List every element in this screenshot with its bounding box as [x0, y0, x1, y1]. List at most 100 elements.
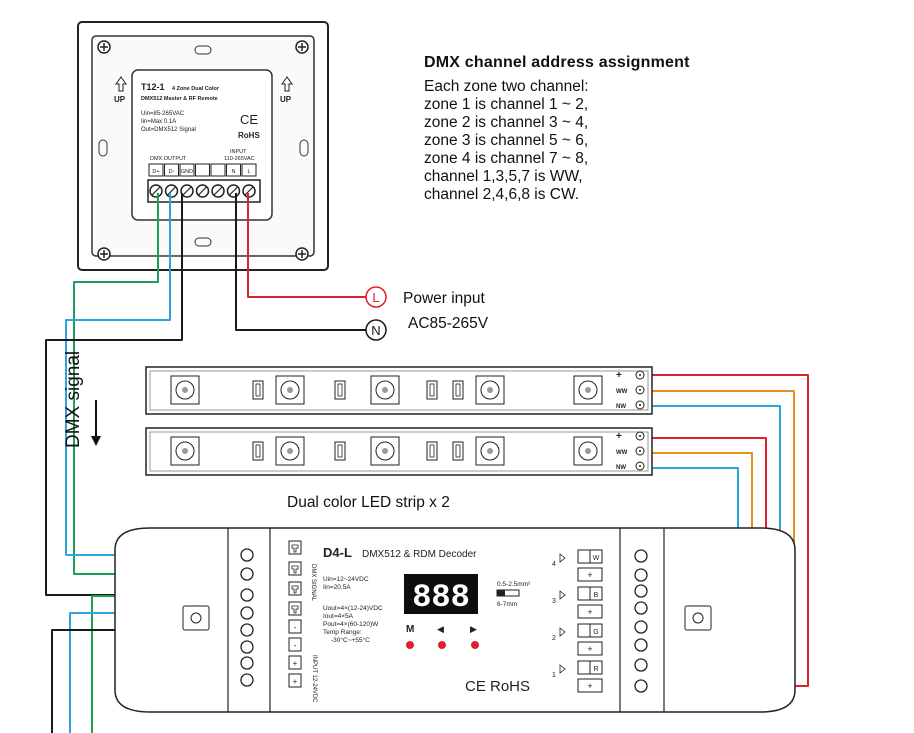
- decoder-input-label-box: [288, 540, 302, 555]
- wire-neutral: [235, 193, 366, 331]
- terminal-screw-slot: [182, 186, 192, 196]
- strip-terminal-label: +: [616, 431, 622, 442]
- led-chip-die: [585, 387, 591, 393]
- decoder-output-label-box: [577, 586, 591, 601]
- input-voltage-label: 110-265VAC: [224, 156, 255, 162]
- up-label: UP: [114, 95, 126, 104]
- panel-desc: DMX512 Master & RF Remote: [141, 96, 218, 102]
- led-chip-die: [487, 387, 493, 393]
- input-label: INPUT: [230, 149, 247, 155]
- decoder-output-terminal: [634, 658, 648, 672]
- svg-text:N: N: [371, 323, 380, 338]
- decoder-output-label: +: [587, 681, 592, 691]
- decoder-output-label: +: [587, 570, 592, 580]
- decoder-output-terminal: [634, 679, 648, 693]
- decoder-input-label: INPUT 12-24VDC: [311, 655, 317, 703]
- decoder-output-label-box: [577, 623, 591, 638]
- led-chip-die: [182, 387, 188, 393]
- zone-number-label: 1: [552, 672, 556, 679]
- panel-model: T12-1: [141, 82, 165, 92]
- mount-slot: [194, 45, 212, 55]
- dmx-connector-icon: [291, 605, 299, 614]
- led-strip-trace: [149, 431, 649, 472]
- decoder-output-label: +: [587, 607, 592, 617]
- live-symbol: L: [365, 286, 387, 308]
- screw-icon: [295, 40, 309, 54]
- terminal-screw-slot: [198, 186, 207, 196]
- mount-ear: [182, 605, 210, 631]
- rohs-mark: RoHS: [238, 131, 260, 140]
- panel-terminal-label-box: [241, 163, 257, 177]
- decoder-output-label-box: [577, 641, 603, 656]
- up-arrow-icon: [281, 76, 293, 92]
- decoder-input-terminal: [240, 673, 254, 687]
- strip-terminal-dot: [639, 404, 641, 406]
- strip-terminal-label: NW: [616, 404, 626, 410]
- wire-size-label: 0.5-2.5mm²: [497, 581, 531, 588]
- wall-panel-controller: UP UP T12-1 4 Zone Dual Color DMX512 Mas…: [77, 21, 329, 271]
- decoder-input-label: +: [293, 677, 298, 686]
- resistor-icon: [452, 441, 464, 461]
- zone-number-label: 2: [552, 635, 556, 642]
- decoder-output-label-box: [577, 549, 591, 564]
- screw-icon: [97, 247, 111, 261]
- button-m[interactable]: [406, 641, 414, 649]
- decoder-input-terminals: [240, 548, 254, 687]
- panel-subtitle: 4 Zone Dual Color: [172, 86, 220, 92]
- decoder-input-label-box: [288, 673, 302, 688]
- resistor-body: [455, 444, 461, 458]
- decoder-model: D4-L: [323, 545, 352, 560]
- power-input-label: Power input: [403, 290, 485, 307]
- decoder-input-terminal: [240, 606, 254, 620]
- decoder-spec: -30°C~+55°C: [331, 636, 370, 644]
- decoder-output-label-box: [577, 604, 603, 619]
- strip-terminal-dot: [639, 450, 641, 452]
- decoder-output-label: R: [593, 666, 598, 673]
- strip-terminal-label: NW: [616, 465, 626, 471]
- resistor-body: [429, 444, 435, 458]
- segment-display: [404, 574, 478, 614]
- decoder-output-label-box: [589, 549, 603, 564]
- terminal-screw-slot: [167, 186, 176, 196]
- decoder-output-terminal: [634, 584, 648, 598]
- zone-number-label: 4: [552, 561, 556, 568]
- notes-line: zone 3 is channel 5 ~ 6,: [424, 132, 589, 149]
- dmx-output-label: DMX OUTPUT: [150, 156, 187, 162]
- decoder-spec: Uin=12~24VDC: [323, 576, 369, 583]
- panel-terminal-label-box: [148, 163, 164, 177]
- resistor-body: [429, 383, 435, 397]
- terminal-screw-slot: [213, 186, 223, 196]
- decoder-input-label: -: [294, 623, 297, 632]
- decoder-input-label-box: [288, 619, 302, 634]
- led-chip-die: [382, 448, 388, 454]
- led-symbol-icon: [559, 590, 566, 600]
- button-left[interactable]: [438, 641, 446, 649]
- decoder-spec: Iout=4×5A: [323, 613, 354, 620]
- up-label: UP: [280, 95, 292, 104]
- led-chip-die: [287, 387, 293, 393]
- decoder-spec: Pout=4×(60-120)W: [323, 621, 379, 628]
- decoder-spec: Temp Range:: [323, 629, 362, 636]
- decoder-output-label: +: [587, 644, 592, 654]
- dmx-connector-icon: [291, 585, 299, 594]
- decoder-output-terminal: [634, 549, 648, 563]
- led-chip-die: [182, 448, 188, 454]
- notes-line: zone 1 is channel 1 ~ 2,: [424, 96, 589, 113]
- channel-assignment-notes: DMX channel address assignment Each zone…: [424, 54, 784, 204]
- ce-mark: CE: [240, 112, 258, 127]
- resistor-icon: [426, 441, 438, 461]
- resistor-icon: [452, 380, 464, 400]
- button-right[interactable]: [471, 641, 479, 649]
- notes-line: channel 1,3,5,7 is WW,: [424, 168, 583, 185]
- decoder-output-label-box: [589, 623, 603, 638]
- decoder-input-label-box: [288, 561, 302, 576]
- resistor-body: [455, 383, 461, 397]
- dmx-signal-label: DMX signal: [63, 350, 84, 448]
- resistor-icon: [252, 380, 264, 400]
- strip-terminal-dot: [639, 389, 641, 391]
- resistor-icon: [252, 441, 264, 461]
- led-strip-trace: [149, 370, 649, 411]
